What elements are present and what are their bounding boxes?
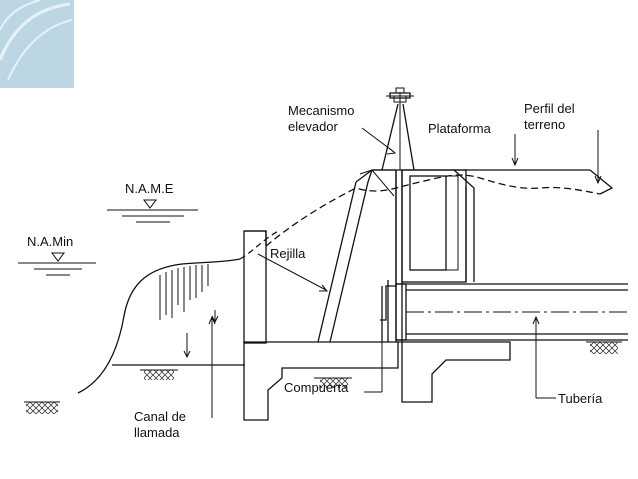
intake-structure — [243, 230, 511, 421]
name-label: N.A.M.E — [125, 181, 174, 196]
mecanismo-label-line2: elevador — [288, 119, 339, 134]
namin-water-level: N.A.Min — [18, 234, 96, 276]
compuerta-callout: Compuerta — [284, 330, 383, 395]
rejilla-screen: Rejilla — [257, 181, 369, 343]
compuerta-label: Compuerta — [284, 380, 349, 395]
tuberia-pipe: Tubería — [395, 283, 628, 406]
lifting-mechanism: Mecanismo elevador — [288, 87, 415, 171]
plataforma-label: Plataforma — [428, 121, 492, 136]
namin-label: N.A.Min — [27, 234, 73, 249]
plataforma-callout: Plataforma — [428, 121, 519, 167]
perfil-label-line1: Perfil del — [524, 101, 575, 116]
name-water-level: N.A.M.E — [107, 181, 198, 223]
rejilla-label: Rejilla — [270, 246, 306, 261]
canal-callout: Canal de llamada — [134, 315, 216, 440]
ground-hatches — [24, 341, 622, 414]
mecanismo-label-line1: Mecanismo — [288, 103, 354, 118]
tuberia-label: Tubería — [558, 391, 603, 406]
canal-label-line1: Canal de — [134, 409, 186, 424]
canal-label-line2: llamada — [134, 425, 180, 440]
namin-triangle-icon — [51, 252, 65, 262]
name-triangle-icon — [143, 199, 157, 209]
perfil-label-line2: terreno — [524, 117, 565, 132]
terrain-profile: Perfil del terreno — [265, 101, 614, 247]
